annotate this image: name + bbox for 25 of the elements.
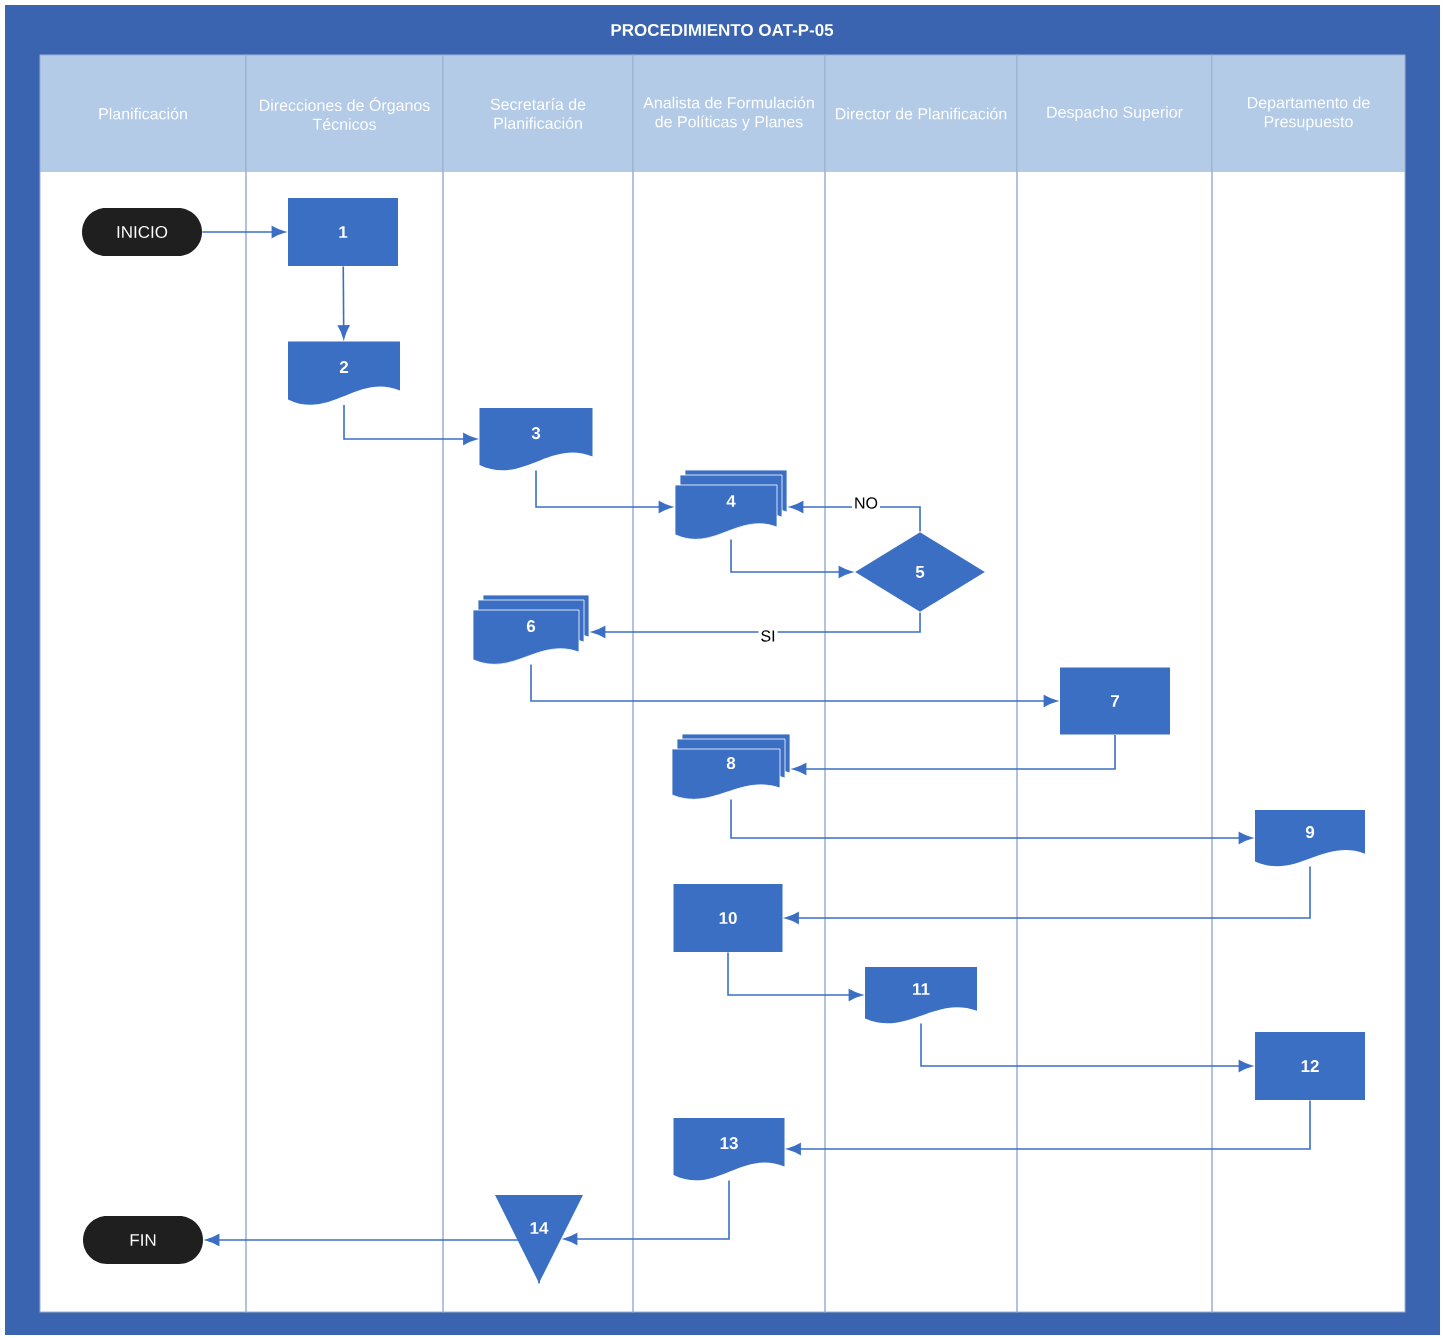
arrow (792, 734, 1116, 775)
arrow (563, 1179, 730, 1245)
process-box: 10 (673, 884, 783, 952)
terminator: FIN (83, 1216, 203, 1264)
arrow (730, 798, 1253, 844)
arrow (530, 663, 1058, 707)
arrow (785, 865, 1311, 924)
arrow (205, 1234, 540, 1285)
arrow (343, 404, 477, 445)
arrow (337, 265, 350, 339)
arrow (201, 226, 286, 238)
title: PROCEDIMIENTO OAT-P-05 (611, 24, 834, 36)
process-box: 1 (288, 198, 398, 266)
arrow (730, 538, 853, 578)
arrow (727, 951, 863, 1001)
terminator: INICIO (82, 208, 202, 256)
edge-label: SI (758, 628, 778, 644)
arrow (591, 611, 921, 638)
arrow (535, 469, 673, 513)
merge-triangle: 14 (495, 1195, 583, 1283)
edge-label: NO (852, 495, 880, 511)
process-box: 7 (1060, 667, 1170, 735)
process-box: 12 (1255, 1032, 1365, 1100)
arrow (920, 1022, 1253, 1072)
arrow (787, 1099, 1311, 1155)
